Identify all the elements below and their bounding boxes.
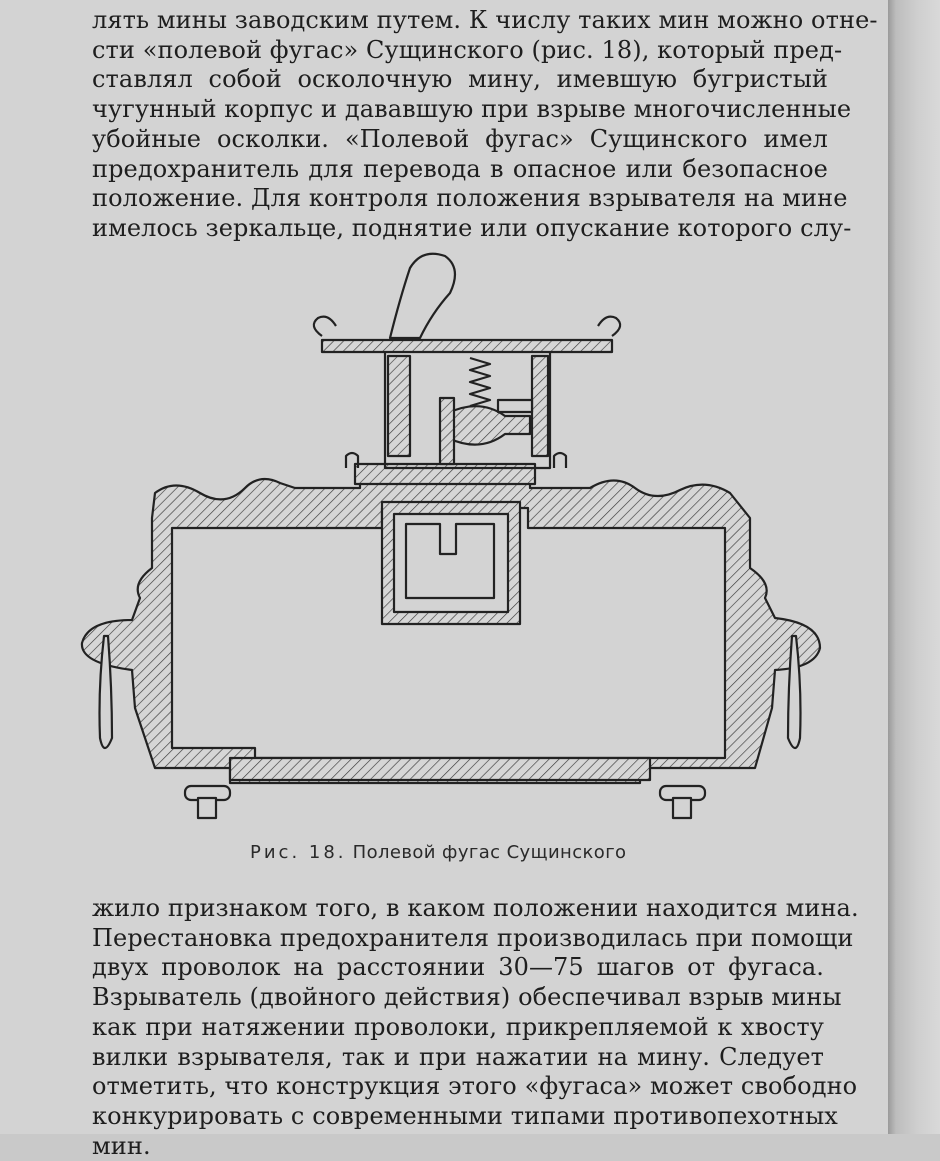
fuse-fork: [446, 405, 532, 446]
text-line: сти «полевой фугас» Сущинского (рис. 18)…: [92, 35, 843, 64]
text-line: Перестановка предохранителя производилас…: [92, 923, 854, 952]
text-line: вилки взрывателя, так и при нажатии на м…: [92, 1042, 824, 1071]
paragraph-bottom: жило признаком того, в каком положении н…: [92, 894, 859, 1161]
bottom-plate: [228, 756, 652, 782]
figure-caption: Рис. 18. Полевой фугас Сущинского: [250, 842, 670, 863]
paragraph-top: лять мины заводским путем. К числу таких…: [92, 6, 878, 244]
text-line: мин.: [92, 1131, 151, 1160]
mine-diagram: [80, 252, 822, 820]
handle-right-icon: [786, 634, 802, 750]
spring-icon: [468, 356, 492, 408]
text-line: конкурировать с современными типами прот…: [92, 1101, 838, 1130]
text-line: отметить, что конструкция этого «фугаса»…: [92, 1072, 858, 1101]
text-line: ставлял собой осколочную мину, имевшую б…: [92, 65, 828, 94]
figure-title: Полевой фугас Сущинского: [352, 842, 627, 863]
text-line: положение. Для контроля положения взрыва…: [92, 184, 848, 213]
text-line: Взрыватель (двойного действия) обеспечив…: [92, 983, 842, 1012]
figure-label: Рис. 18.: [250, 842, 347, 863]
text-line: чугунный корпус и дававшую при взрыве мн…: [92, 95, 852, 124]
safety-plate: [320, 338, 614, 354]
text-line: убойные осколки. «Полевой фугас» Сущинск…: [92, 124, 828, 153]
page-edge: [888, 0, 940, 1134]
mirror-handle: [388, 252, 457, 340]
text-line: лять мины заводским путем. К числу таких…: [92, 6, 878, 34]
text-line: как при натяжении проволоки, прикрепляем…: [92, 1012, 824, 1041]
text-line: имелось зеркальце, поднятие или опускани…: [92, 213, 852, 242]
text-line: двух проволок на расстоянии 30—75 шагов …: [92, 953, 824, 982]
text-line: предохранитель для перевода в опасное ил…: [92, 154, 828, 183]
handle-left-icon: [98, 634, 114, 750]
text-line: жило признаком того, в каком положении н…: [92, 894, 859, 922]
